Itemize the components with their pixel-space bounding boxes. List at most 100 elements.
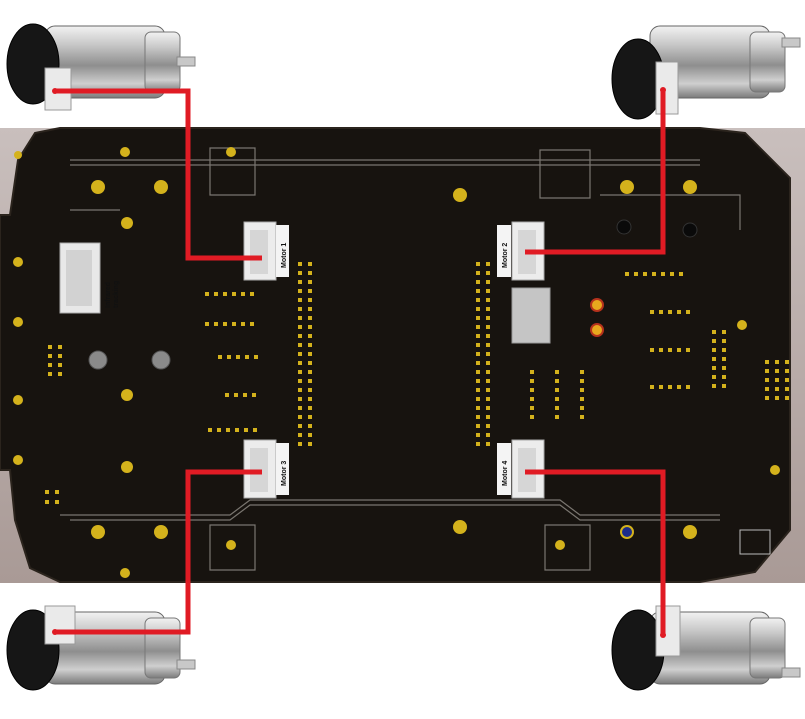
pin-pad (765, 396, 769, 400)
pin-pad (476, 442, 480, 446)
pin-pad (308, 388, 312, 392)
pin-pad (476, 406, 480, 410)
pin-pad (58, 345, 62, 349)
pin-pad (486, 442, 490, 446)
pin-pad (476, 307, 480, 311)
pin-pad (530, 406, 534, 410)
pin-pad (555, 370, 559, 374)
wires (55, 88, 666, 635)
motor-top-left (6, 23, 196, 111)
pin-pad (722, 375, 726, 379)
pin-pad (722, 339, 726, 343)
pin-pad (712, 348, 716, 352)
pin-pad (486, 289, 490, 293)
connector-infrared: Infrared tracking (59, 242, 120, 314)
pin-pad (225, 393, 229, 397)
pin-pad (712, 366, 716, 370)
pin-pad (223, 322, 227, 326)
pin-pad (555, 415, 559, 419)
pin-pad (712, 330, 716, 334)
pin-pad (208, 428, 212, 432)
pin-pad (214, 292, 218, 296)
pin-pad (476, 262, 480, 266)
pin-pad (686, 348, 690, 352)
pin-pad (252, 393, 256, 397)
pin-pad (679, 272, 683, 276)
connector-motor-1: Motor 1 (243, 221, 289, 281)
pin-pad (250, 292, 254, 296)
pin-pad (785, 360, 789, 364)
pin-pad (785, 378, 789, 382)
pin-pad (486, 298, 490, 302)
pin-pad (530, 388, 534, 392)
pin-pad (476, 271, 480, 275)
pin-pad (234, 393, 238, 397)
pin-pad (712, 357, 716, 361)
components (511, 219, 771, 555)
pin-pad (250, 322, 254, 326)
pin-pad (625, 272, 629, 276)
pin-pad (308, 379, 312, 383)
pin-pad (58, 363, 62, 367)
pin-pad (670, 272, 674, 276)
pin-pad (298, 271, 302, 275)
motor-top-right (611, 25, 801, 120)
pin-pad (785, 387, 789, 391)
pin-pad (775, 360, 779, 364)
pin-pad (580, 415, 584, 419)
pin-pad (668, 385, 672, 389)
pin-pad (712, 339, 716, 343)
pin-pad (308, 262, 312, 266)
wire-end (52, 629, 58, 635)
pin-pad (223, 292, 227, 296)
pin-pad (298, 316, 302, 320)
pin-pad (476, 325, 480, 329)
wire-end (52, 88, 58, 94)
pin-pad (659, 348, 663, 352)
pin-pad (226, 428, 230, 432)
connector-motor-3: Motor 3 (243, 439, 289, 499)
pin-pad (785, 396, 789, 400)
pin-pad (580, 379, 584, 383)
pin-pad (677, 310, 681, 314)
pin-pad (205, 322, 209, 326)
pin-pad (686, 385, 690, 389)
pin-pad (48, 354, 52, 358)
pin-pad (55, 490, 59, 494)
pin-pad (486, 271, 490, 275)
pin-pad (476, 280, 480, 284)
pin-pad (765, 360, 769, 364)
pin-pad (580, 397, 584, 401)
pin-pad (486, 388, 490, 392)
pin-pad (298, 433, 302, 437)
pin-pad (308, 343, 312, 347)
pin-pad (476, 433, 480, 437)
pin-pad (486, 379, 490, 383)
pin-pad (48, 372, 52, 376)
pin-pad (308, 361, 312, 365)
pin-pad (308, 325, 312, 329)
pin-pad (661, 272, 665, 276)
pin-pad (476, 343, 480, 347)
pin-pad (298, 406, 302, 410)
pin-pad (254, 355, 258, 359)
motor-bottom-right (611, 605, 801, 691)
wire-motor-3 (55, 469, 262, 635)
pin-pad (308, 289, 312, 293)
motor-1-label: Motor 1 (281, 243, 288, 268)
motor-2-label: Motor 2 (502, 243, 509, 268)
motor-4-label: Motor 4 (502, 461, 509, 486)
pin-pad (765, 369, 769, 373)
pin-pad (241, 322, 245, 326)
pin-pad (486, 424, 490, 428)
gold-pads (13, 147, 780, 578)
pin-pad (308, 352, 312, 356)
pin-pad (298, 397, 302, 401)
pin-pad (476, 361, 480, 365)
pin-pad (486, 316, 490, 320)
pin-pad (765, 378, 769, 382)
infrared-label-line1: Infrared (105, 282, 112, 308)
pin-pad (308, 370, 312, 374)
pin-pad (214, 322, 218, 326)
wire-end (660, 632, 666, 638)
